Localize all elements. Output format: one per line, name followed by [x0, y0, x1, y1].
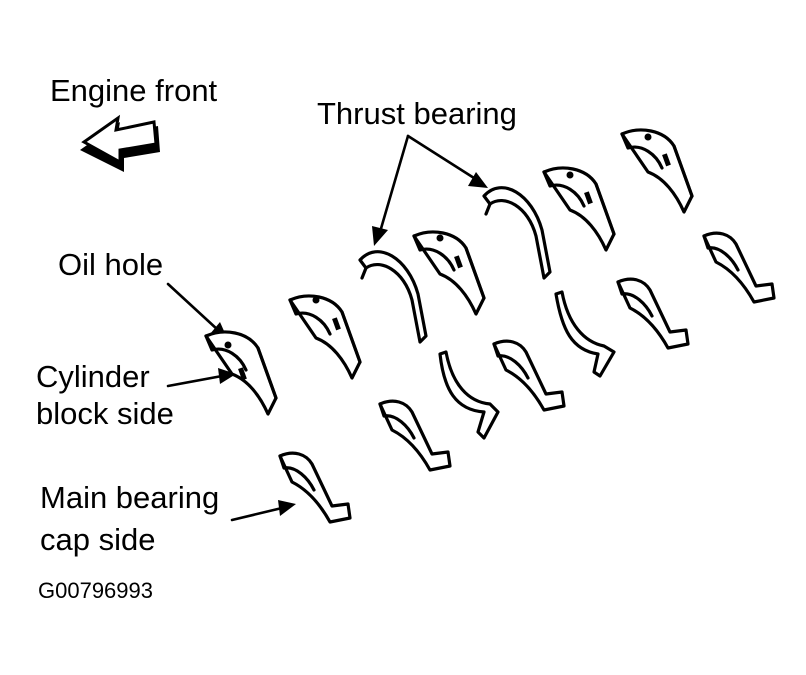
- cylinder-block-side-leader: [166, 368, 236, 388]
- oil-hole-label: Oil hole: [58, 247, 163, 282]
- lower-bearing-2: [378, 399, 452, 472]
- upper-bearing-2: [288, 294, 362, 380]
- main-bearing-cap-side-label-line2: cap side: [40, 522, 155, 557]
- upper-bearing-5: [620, 128, 694, 214]
- thrust-washer-upper-1: [358, 250, 428, 344]
- thrust-washer-lower-2: [554, 290, 616, 378]
- thrust-bearing-label: Thrust bearing: [317, 96, 517, 131]
- cylinder-block-side-label-line1: Cylinder: [36, 359, 150, 394]
- thrust-bearing-leaders: [372, 134, 488, 246]
- main-bearing-cap-side-label-line1: Main bearing: [40, 480, 219, 515]
- lower-bearing-4: [616, 277, 690, 350]
- upper-bearing-4: [542, 166, 616, 252]
- lower-bearing-3: [492, 339, 566, 412]
- thrust-washer-lower-1: [438, 350, 500, 440]
- lower-bearing-5: [702, 231, 776, 304]
- thrust-washer-upper-2: [482, 186, 552, 280]
- figure-code: G00796993: [38, 578, 153, 603]
- upper-bearing-1: [204, 330, 278, 416]
- upper-bearing-3: [412, 230, 486, 316]
- cylinder-block-side-label-line2: block side: [36, 396, 174, 431]
- main-bearing-cap-side-leader: [230, 500, 296, 522]
- engine-front-label: Engine front: [50, 73, 218, 108]
- engine-front-arrow-icon: [80, 114, 160, 172]
- lower-bearing-1: [278, 451, 352, 524]
